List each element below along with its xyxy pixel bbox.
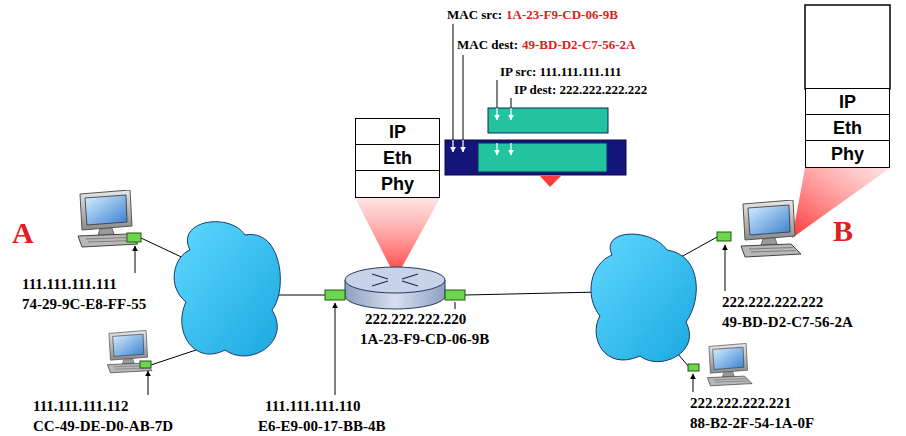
host-computer [707, 343, 752, 385]
ip-address: 111.111.111.110 [265, 398, 360, 415]
network-cloud [591, 234, 696, 362]
network-cloud [174, 222, 280, 356]
host-letter: A [12, 216, 34, 249]
ip-address: 111.111.111.112 [33, 398, 128, 415]
layer-name: Eth [833, 119, 862, 137]
protocol-layer: Phy [805, 140, 890, 168]
host-computer [741, 200, 801, 257]
host-letter: B [833, 214, 853, 247]
protocol-layer: Phy [355, 170, 440, 198]
adapter [140, 361, 151, 368]
mac-address: 49-BD-D2-C7-56-2A [522, 38, 635, 52]
field-name: MAC dest: [457, 38, 518, 52]
protocol-layer: IP [355, 118, 440, 145]
layer-name: Eth [383, 149, 412, 167]
layer-name: Phy [831, 145, 864, 163]
mac-address: CC-49-DE-D0-AB-7D [33, 418, 173, 435]
protocol-layer: IP [805, 88, 890, 115]
protocol-layer: Eth [805, 114, 890, 141]
ip-field: IP dest: 222.222.222.222 [514, 83, 647, 97]
layer-name: IP [389, 123, 406, 141]
layer-name: Phy [381, 175, 414, 193]
protocol-layer [805, 5, 890, 89]
ip-address: 222.222.222.220 [365, 311, 466, 328]
field-name: MAC src: [447, 8, 502, 22]
ip-field: IP src: 111.111.111.111 [500, 65, 622, 79]
mac-address: 49-BD-D2-C7-56-2A [722, 314, 853, 331]
mac-address: E6-E9-00-17-BB-4B [258, 418, 386, 435]
mac-address: 88-B2-2F-54-1A-0F [690, 415, 814, 432]
adapter [688, 364, 699, 371]
mac-address: 1A-23-F9-CD-06-9B [506, 8, 618, 22]
ip-address: 222.222.222.222 [722, 294, 823, 311]
callout-beam [355, 198, 440, 278]
adapter [717, 232, 731, 241]
leader-lines [135, 245, 725, 395]
layer-name: IP [839, 93, 856, 111]
ip-address: 111.111.111.111 [22, 276, 117, 293]
router-symbol [325, 267, 465, 309]
mac-address: 1A-23-F9-CD-06-9B [360, 331, 489, 348]
ip-address: 222.222.222.221 [690, 395, 791, 412]
protocol-layer: Eth [355, 144, 440, 171]
adapter [127, 233, 141, 242]
host-computer [107, 330, 152, 372]
mac-address: 74-29-9C-E8-FF-55 [22, 296, 146, 313]
